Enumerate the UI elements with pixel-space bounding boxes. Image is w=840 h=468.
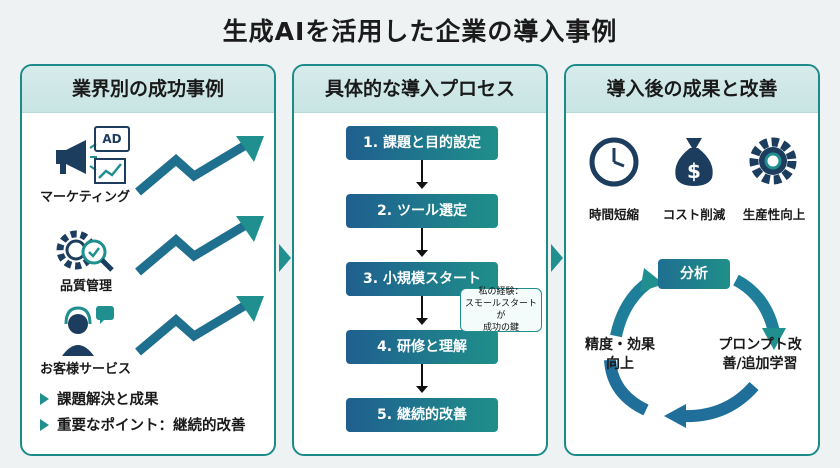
page-title: 生成AIを活用した企業の導入事例 (222, 17, 618, 46)
flow-arrow-icon (279, 244, 291, 272)
cycle-step-analysis: 分析 (658, 259, 730, 289)
arrow-down-icon (416, 250, 428, 257)
flow-arrow-icon (551, 244, 563, 272)
cycle-text-line: 向上 (606, 356, 634, 372)
panel-heading: 具体的な導入プロセス (294, 66, 546, 113)
connector-line (421, 364, 423, 386)
process-step-1: 1. 課題と目的設定 (346, 126, 498, 160)
process-step-5: 5. 継続的改善 (346, 398, 498, 432)
svg-text:$: $ (687, 159, 701, 183)
result-label-cost: コスト削減 (662, 207, 726, 222)
growth-arrow-icon (135, 296, 264, 356)
cycle-text-line: 善/追加学習 (722, 356, 798, 372)
chart-icon (94, 158, 126, 184)
process-panel: 具体的な導入プロセス 1. 課題と目的設定 2. ツール選定 3. 小規模スター… (292, 64, 548, 456)
connector-line (421, 160, 423, 182)
process-step-3: 3. 小規模スタート (346, 262, 498, 296)
results-panel: 導入後の成果と改善 時間短縮 $ コスト削減 生産性向上 分析 プロンプト改 善… (564, 64, 820, 456)
result-label-time: 時間短縮 (588, 207, 639, 222)
cycle-step-prompt: プロンプト改 善/追加学習 (704, 336, 816, 374)
arrow-down-icon (416, 386, 428, 393)
cycle-step-accuracy: 精度・効果 向上 (572, 336, 668, 374)
case-label-customer-service: お客様サービス (40, 362, 132, 377)
connector-line (421, 228, 423, 250)
callout-line: スモールスタートが (464, 299, 537, 321)
clock-icon (589, 137, 639, 187)
growth-arrow-icon (135, 136, 264, 196)
money-bag-icon: $ (675, 138, 713, 186)
ad-badge-icon: AD (94, 126, 130, 152)
result-label-productivity: 生産性向上 (742, 207, 806, 222)
case-label-marketing: マーケティング (40, 190, 130, 205)
bullet-item: 課題解決と成果 (40, 388, 159, 409)
triangle-bullet-icon (40, 392, 49, 405)
connector-line (421, 296, 423, 318)
gear-magnifier-icon (56, 230, 114, 272)
callout-line: 私の経験： (478, 287, 524, 297)
case-label-quality: 品質管理 (60, 279, 113, 294)
gear-icon (749, 137, 797, 185)
bullet-item: 重要なポイント：継続的改善 (40, 414, 246, 435)
arrow-down-icon (416, 318, 428, 325)
process-step-2: 2. ツール選定 (346, 194, 498, 228)
headset-agent-icon (62, 306, 114, 356)
industry-cases-panel: 業界別の成功事例 AD マーケティング 品質管理 お客様サービス (20, 64, 276, 456)
cycle-arrows-icon (604, 268, 786, 428)
arrow-down-icon (416, 182, 428, 189)
cycle-text-line: 精度・効果 (585, 337, 655, 353)
triangle-bullet-icon (40, 418, 49, 431)
panel-heading: 業界別の成功事例 (22, 66, 274, 113)
experience-callout: 私の経験： スモールスタートが 成功の鍵 (460, 287, 542, 333)
growth-arrow-icon (135, 216, 264, 276)
callout-line: 成功の鍵 (482, 323, 519, 333)
panel-heading: 導入後の成果と改善 (566, 66, 818, 113)
process-step-4: 4. 研修と理解 (346, 330, 498, 364)
cycle-text-line: プロンプト改 (718, 337, 802, 353)
